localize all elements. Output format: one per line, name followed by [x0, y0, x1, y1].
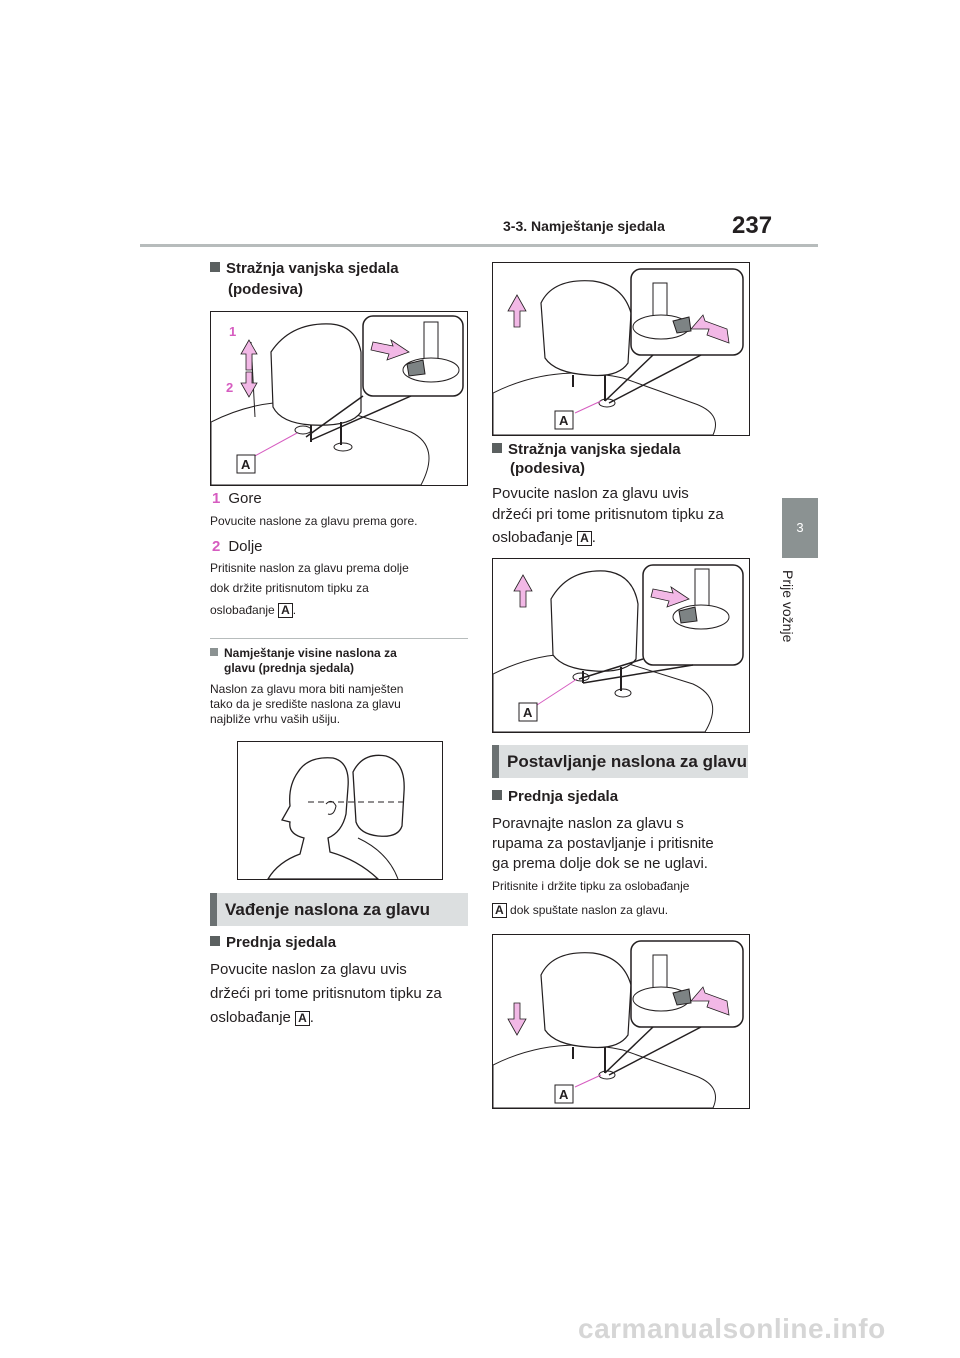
rear-remove-heading-cont: (podesiva)	[510, 460, 586, 477]
step-1-label: Gore	[228, 490, 262, 507]
figure-label-down: 2	[226, 380, 233, 395]
step-2-desc-2: dok držite pritisnutom tipku za	[210, 581, 369, 595]
release-button-label: A	[577, 531, 592, 546]
bullet-square-icon	[492, 790, 502, 800]
chapter-title: Prije vožnje	[780, 570, 796, 643]
rear-text-3: oslobađanje A.	[492, 529, 596, 546]
chapter-tab[interactable]: 3	[782, 498, 818, 558]
rear-text-1: Povucite naslon za glavu uvis	[492, 485, 689, 502]
step-up: 1 Gore	[212, 487, 262, 511]
figure-head-position	[237, 741, 443, 880]
bullet-square-icon	[210, 936, 220, 946]
front-seats-heading: Prednja sjedala	[210, 930, 336, 955]
step-down: 2 Dolje	[212, 535, 263, 559]
front-install-text-3: ga prema dolje dok se ne uglavi.	[492, 855, 708, 872]
front-install-small-1: Pritisnite i držite tipku za oslobađanje	[492, 879, 690, 893]
figure-remove-front: A	[492, 262, 750, 436]
front-install-text-1: Poravnajte naslon za glavu s	[492, 815, 684, 832]
note-divider	[210, 638, 468, 639]
step-2-label: Dolje	[228, 538, 263, 555]
figure-label-button: A	[559, 1087, 569, 1102]
release-button-label: A	[278, 603, 293, 618]
note-text-3: najbliže vrhu vaših ušiju.	[210, 712, 341, 726]
figure-install-front: A	[492, 934, 750, 1109]
rear-text-2: držeći pri tome pritisnutom tipku za	[492, 506, 724, 523]
bullet-square-icon	[210, 262, 220, 272]
rear-adjustable-heading: Stražnja vanjska sjedala	[210, 256, 399, 281]
section-remove-headrest: Vađenje naslona za glavu	[210, 893, 468, 926]
footer-watermark: carmanualsonline.info	[578, 1313, 886, 1344]
section-title: 3-3. Namještanje sjedala	[503, 218, 665, 234]
headrest-remove-front-illustration: A	[493, 268, 744, 435]
step-2-desc-3: oslobađanje A.	[210, 603, 297, 618]
step-2-number: 2	[212, 538, 221, 555]
front-install-text-2: rupama za postavljanje i pritisnite	[492, 835, 714, 852]
headrest-remove-rear-illustration: A	[493, 564, 744, 732]
note-heading-cont: glavu (prednja sjedala)	[224, 661, 355, 675]
figure-label-button: A	[523, 705, 533, 720]
note-heading: Namještanje visine naslona za	[210, 645, 397, 662]
bullet-square-icon	[210, 648, 218, 656]
front-text-3: oslobađanje A.	[210, 1009, 314, 1026]
rear-remove-heading: Stražnja vanjska sjedala	[492, 437, 681, 462]
note-text-1: Naslon za glavu mora biti namješten	[210, 682, 404, 696]
front-text-2: držeći pri tome pritisnutom tipku za	[210, 985, 442, 1002]
release-button-label: A	[492, 903, 507, 918]
front-install-heading: Prednja sjedala	[492, 784, 618, 809]
figure-label-button: A	[559, 413, 569, 428]
step-1-number: 1	[212, 490, 221, 507]
figure-label-button: A	[241, 457, 251, 472]
front-install-small-2: A dok spuštate naslon za glavu.	[492, 902, 668, 919]
step-2-desc-1: Pritisnite naslon za glavu prema dolje	[210, 561, 409, 575]
page-number: 237	[732, 212, 773, 239]
section-install-headrest: Postavljanje naslona za glavu	[492, 745, 748, 778]
head-position-illustration	[267, 754, 408, 879]
release-button-label: A	[295, 1011, 310, 1026]
front-text-1: Povucite naslon za glavu uvis	[210, 961, 407, 978]
step-1-desc: Povucite naslone za glavu prema gore.	[210, 514, 418, 528]
figure-label-up: 1	[229, 324, 236, 339]
bullet-square-icon	[492, 443, 502, 453]
figure-remove-rear: A	[492, 558, 750, 733]
figure-rear-adjust: 1 2 A	[210, 311, 468, 486]
rear-adjustable-heading-cont: (podesiva)	[228, 281, 304, 298]
headrest-install-illustration: A	[493, 940, 744, 1108]
headrest-adjust-illustration: 1 2 A	[211, 315, 464, 485]
note-text-2: tako da je središte naslona za glavu	[210, 697, 401, 711]
header-rule	[140, 244, 818, 247]
